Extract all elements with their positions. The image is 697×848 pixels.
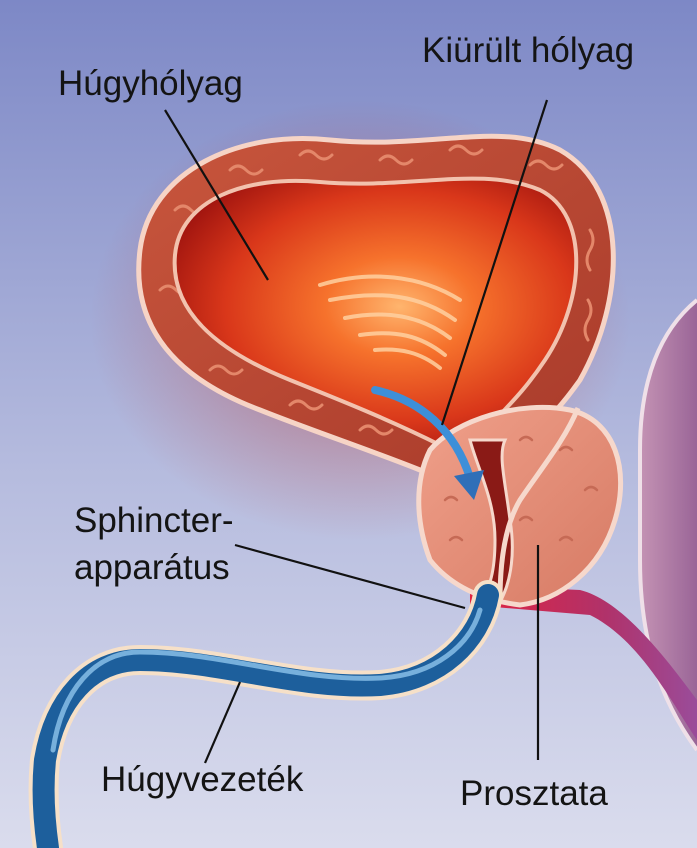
adjacent-organ-outline [638, 298, 697, 752]
bladder-wall-texture [158, 144, 595, 436]
prostate-cleft [497, 407, 581, 601]
flow-arrow [371, 386, 474, 482]
prostate [416, 404, 624, 608]
leader-bladder [164, 109, 269, 281]
flow-arrowhead [454, 470, 484, 500]
label-urethra: Húgyvezeték [101, 760, 304, 799]
leader-sphincter [234, 543, 466, 610]
label-prostate: Prosztata [460, 774, 608, 813]
label-sphincter-line2: apparátus [74, 548, 230, 587]
label-sphincter-line1: Sphincter- [74, 501, 234, 540]
urethra-fill [32, 584, 499, 848]
bladder-inner [172, 176, 579, 448]
adjacent-organ [640, 300, 697, 750]
label-emptied-bladder: Kiürült hólyag [422, 31, 635, 70]
leader-urethra [203, 681, 242, 764]
prostate-texture [443, 435, 599, 542]
bladder-folds [318, 274, 462, 370]
urethra-highlight [50, 607, 483, 753]
leader-lines [164, 99, 549, 764]
label-bladder: Húgyhólyag [58, 64, 243, 103]
leader-emptied-bladder [440, 99, 549, 426]
